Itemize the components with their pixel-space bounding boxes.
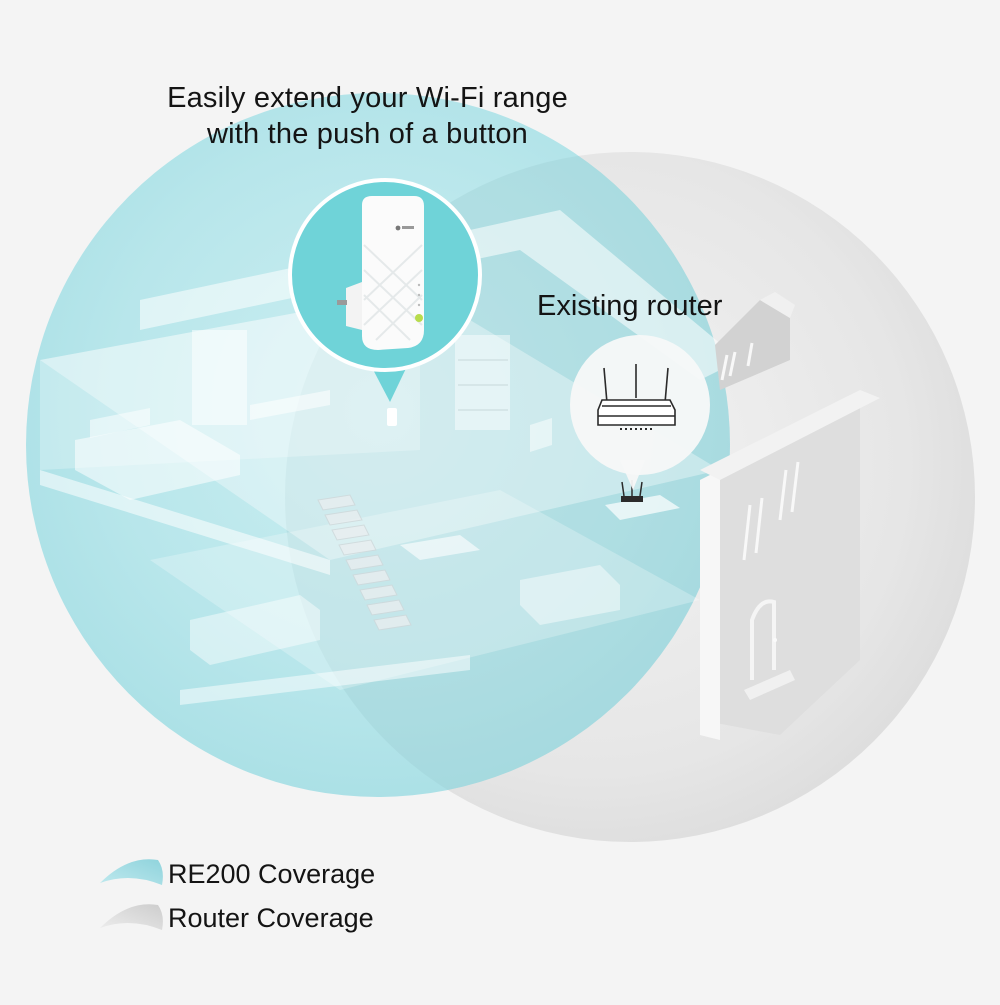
legend-label-router: Router Coverage <box>168 902 374 933</box>
legend-label-re200: RE200 Coverage <box>168 858 376 889</box>
headline-line-2: with the push of a button <box>207 118 528 150</box>
legend-item-router: Router Coverage <box>100 896 375 940</box>
legend: RE200 Coverage Router Coverage <box>100 852 375 940</box>
blue-coverage-arc-icon <box>100 859 163 885</box>
range-extender-icon <box>337 196 424 350</box>
grey-coverage-arc-icon <box>100 904 163 930</box>
extender-callout <box>288 178 482 402</box>
headline-line-1: Easily extend your Wi-Fi range <box>167 82 568 114</box>
existing-router-label: Existing router <box>537 290 723 322</box>
blue-coverage-legend-swatch <box>100 856 156 892</box>
router-callout <box>570 335 710 490</box>
legend-item-re200: RE200 Coverage <box>100 852 375 896</box>
grey-coverage-legend-swatch <box>100 900 156 936</box>
headline: Easily extend your Wi-Fi range with the … <box>0 80 735 152</box>
router-icon <box>597 364 676 426</box>
house-cutaway <box>40 210 880 740</box>
